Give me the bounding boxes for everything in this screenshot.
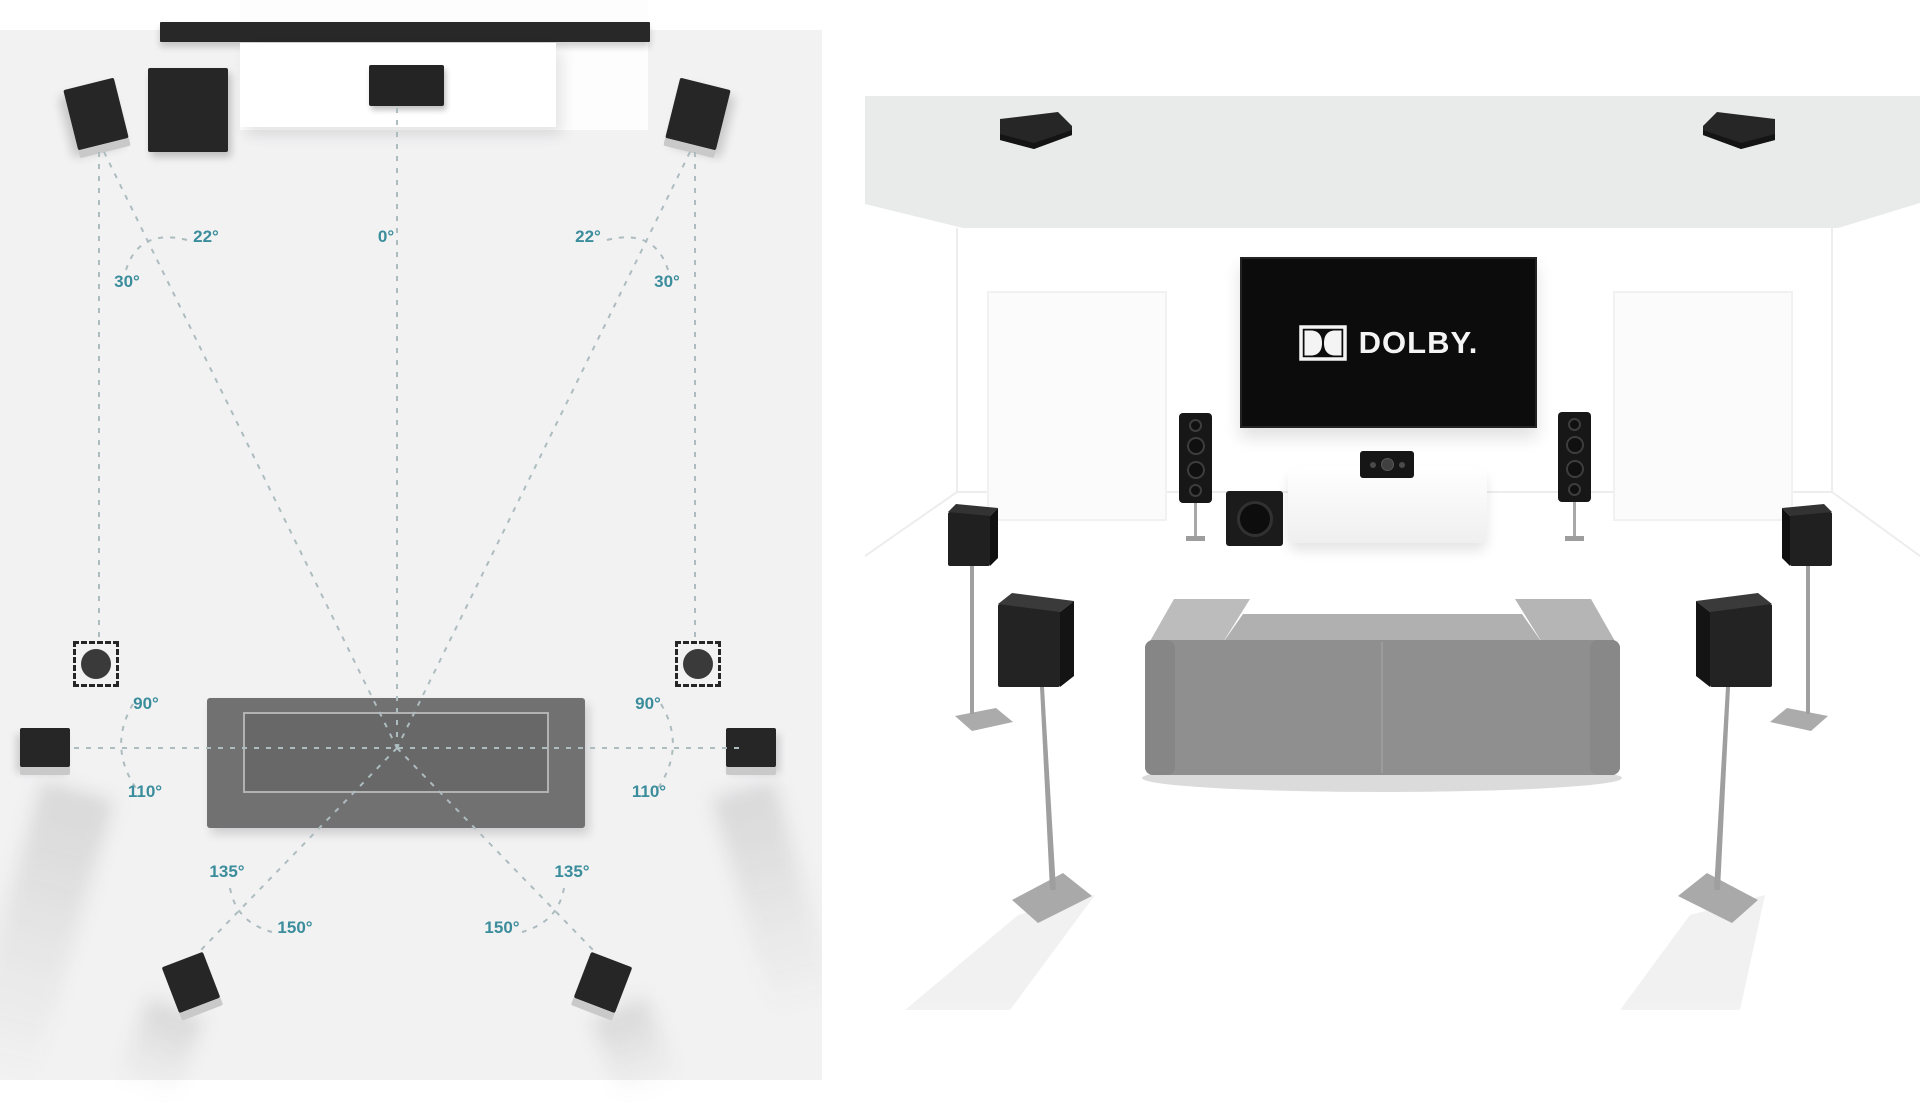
driver-dot [1186, 460, 1205, 479]
tower-stand-right [1565, 502, 1584, 541]
tv-top-view [160, 22, 650, 42]
ceiling-speaker-circle-icon [683, 649, 713, 679]
room-structure [864, 96, 1920, 1010]
top-down-placement-diagram: 0° 22° 22° 30° 30° 90° 90° 110° 110° 135… [0, 0, 838, 1103]
driver-dot [1189, 418, 1202, 432]
side-surround-left-speaker [20, 728, 70, 775]
ceiling-speaker-circle-icon [81, 649, 111, 679]
angle-label-22-right: 22° [575, 227, 601, 246]
speaker-base [20, 767, 70, 775]
driver-dot [1565, 459, 1584, 478]
arc-front-right [606, 236, 669, 271]
ceiling-speaker-left [1000, 112, 1072, 149]
angle-label-110-right: 110° [631, 782, 667, 801]
floor-fade [865, 1000, 1920, 1080]
angle-label-90-left: 90° [133, 694, 159, 713]
angle-label-150-right: 150° [484, 918, 520, 937]
angle-guide-lines [74, 108, 740, 953]
center-speaker-3d [1360, 451, 1414, 478]
subwoofer-driver [1236, 500, 1273, 537]
floor-edge-left [864, 491, 958, 557]
rear-speaker-right-3d [1770, 504, 1832, 731]
angle-label-110-left: 110° [127, 782, 163, 801]
room-3d-render: DOLBY. [822, 0, 1920, 1080]
driver-dot [1369, 461, 1376, 468]
angle-label-30-right: 30° [654, 272, 680, 291]
driver-dot [1186, 437, 1205, 456]
tv-brand-text: DOLBY. [1358, 324, 1479, 360]
side-surround-right-3d [1678, 593, 1772, 923]
speaker-base [726, 767, 776, 775]
rear-speaker-left-3d [948, 504, 1013, 731]
driver-dot [1568, 417, 1581, 431]
media-console-3d [1288, 467, 1487, 543]
angle-label-22-left: 22° [193, 227, 219, 246]
arc-front-left [125, 236, 188, 271]
angle-label-30-left: 30° [114, 272, 140, 291]
center-speaker-top-view [369, 65, 444, 106]
driver-dot [1565, 436, 1584, 455]
line-front-left-22deg [103, 151, 398, 749]
ceiling [865, 96, 1920, 228]
floor-edge-right [1831, 491, 1920, 557]
wall-panel-left [987, 291, 1167, 521]
stand-shadow [905, 895, 1095, 1010]
driver-dot [1380, 458, 1394, 471]
angle-label-150-left: 150° [277, 918, 313, 937]
angle-label-135-left: 135° [209, 862, 245, 881]
ceiling-speaker-right [1703, 112, 1775, 149]
overhead-left-speaker [73, 641, 119, 687]
angle-label-0: 0° [377, 227, 395, 246]
side-surround-left-3d [998, 593, 1092, 923]
line-front-right-22deg [396, 151, 691, 749]
tv-screen: DOLBY. [1240, 257, 1537, 428]
sofa-3d [1145, 599, 1620, 775]
subwoofer-3d [1226, 491, 1283, 546]
dolby-double-d-icon [1298, 324, 1347, 361]
subwoofer-top-view [148, 68, 228, 152]
front-tower-left [1179, 413, 1212, 503]
driver-dot [1568, 483, 1581, 497]
stand-shadow [1620, 895, 1765, 1010]
tower-stand-left [1186, 503, 1205, 541]
angle-label-90-right: 90° [635, 694, 661, 713]
diagram-floor [0, 30, 822, 1080]
angle-label-135-right: 135° [554, 862, 590, 881]
front-tower-right [1558, 412, 1591, 502]
wall-panel-right [1613, 291, 1793, 521]
driver-dot [1189, 484, 1202, 498]
driver-dot [1398, 461, 1405, 468]
overhead-right-speaker [675, 641, 721, 687]
